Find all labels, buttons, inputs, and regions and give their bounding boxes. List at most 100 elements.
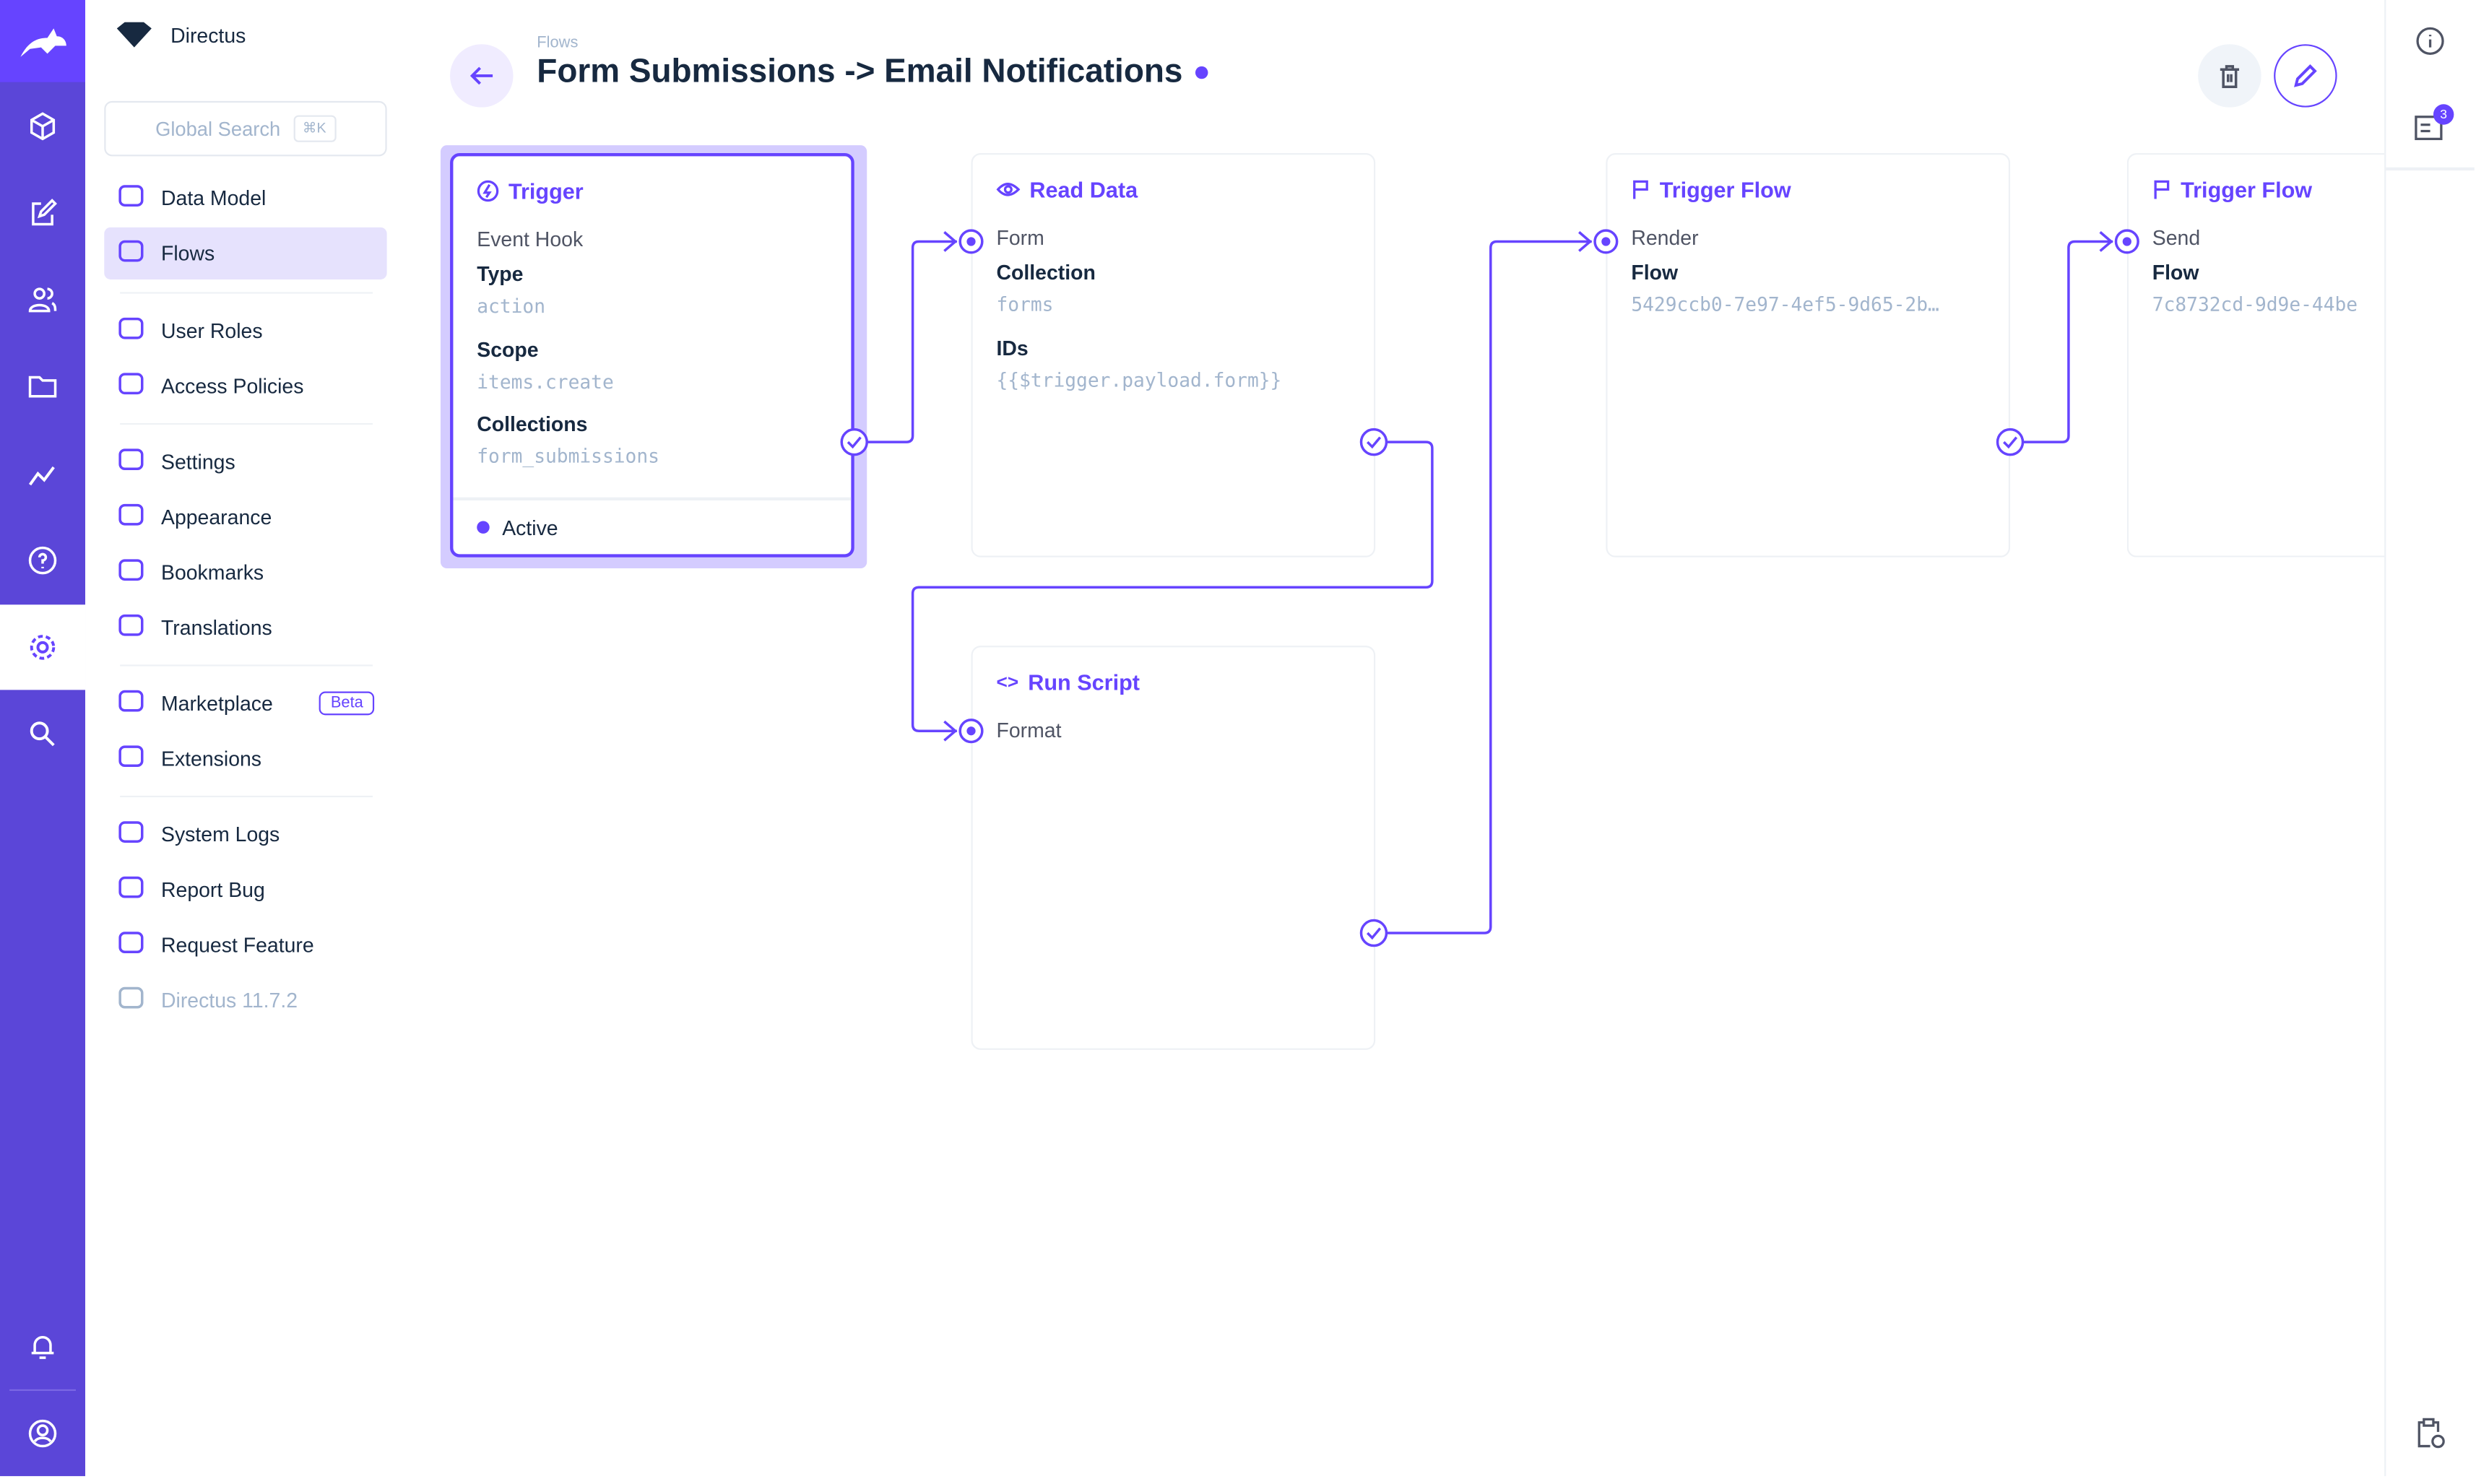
input-handle-icon[interactable] <box>958 719 984 744</box>
code-icon: <> <box>996 671 1019 693</box>
project-brand[interactable]: Directus <box>116 22 246 48</box>
connection-handles <box>840 229 2139 947</box>
nav-item-system-logs[interactable]: System Logs <box>104 808 386 860</box>
nav-item-label: Settings <box>160 450 235 474</box>
nav-item-access-policies[interactable]: Access Policies <box>104 360 386 412</box>
status-footer: Active <box>453 497 852 555</box>
status-dot <box>477 521 490 534</box>
users-icon[interactable] <box>0 257 85 342</box>
nav-item-label: Appearance <box>160 505 272 529</box>
input-handle-icon[interactable] <box>2114 229 2139 254</box>
global-search-input[interactable]: Global Search ⌘K <box>104 100 387 157</box>
nav-item-label: Extensions <box>160 747 262 771</box>
nav-item-extensions[interactable]: Extensions <box>104 732 386 784</box>
card-title: Trigger Flow <box>1659 176 1791 202</box>
nav-divider <box>120 664 373 667</box>
input-handle-icon[interactable] <box>1593 229 1619 254</box>
insights-icon[interactable] <box>0 431 85 516</box>
help-icon[interactable] <box>0 518 85 603</box>
nav-item-label: Flows <box>160 241 215 266</box>
module-bar <box>0 0 86 1477</box>
connector-render-send <box>2010 240 2113 443</box>
connector-script-render <box>1373 240 1592 934</box>
trigger-flow-send-card[interactable]: Trigger Flow Send Flow 7c8732cd-9d9e-44b… <box>2126 153 2385 557</box>
connector-read-script <box>911 441 1434 732</box>
nav-item-request-feature[interactable]: Request Feature <box>104 919 386 971</box>
field-label: Collections <box>477 412 588 436</box>
connector-trigger-read <box>854 240 957 443</box>
right-sidebar: 3 <box>2384 0 2475 1477</box>
operation-name: Format <box>996 718 1062 742</box>
field-label: Collection <box>996 260 1096 285</box>
field-label: Type <box>477 261 524 286</box>
breadcrumb[interactable]: Flows <box>537 35 579 53</box>
nav-item-user-roles[interactable]: User Roles <box>104 305 386 357</box>
field-value: 7c8732cd-9d9e-44be <box>2152 293 2358 316</box>
read-data-card[interactable]: Read Data Form Collection forms IDs {{$t… <box>971 153 1376 557</box>
directus-logo-icon[interactable] <box>0 0 86 82</box>
nav-item-label: Translations <box>160 615 272 640</box>
trigger-card-header: Trigger <box>477 178 584 204</box>
nav-item-label: System Logs <box>160 823 280 846</box>
trigger-card[interactable]: Trigger Event Hook Type action Scope ite… <box>450 153 854 557</box>
beta-badge: Beta <box>319 691 375 716</box>
field-label: Flow <box>1631 260 1679 285</box>
resolve-handle-check-icon[interactable] <box>1359 919 1388 947</box>
nav-item-settings[interactable]: Settings <box>104 435 386 487</box>
nav-divider <box>120 422 373 425</box>
folder-icon[interactable] <box>0 344 85 430</box>
trigger-flow-render-card[interactable]: Trigger Flow Render Flow 5429ccb0-7e97-4… <box>1606 153 2011 557</box>
run-script-card[interactable]: <> Run Script Format <box>971 646 1376 1050</box>
delete-button[interactable] <box>2198 44 2261 108</box>
nav-item-data-model[interactable]: Data Model <box>104 172 386 224</box>
clipboard-clock-icon[interactable] <box>2415 1418 2446 1457</box>
bolt-circle-icon <box>477 180 499 202</box>
nav-item-appearance[interactable]: Appearance <box>104 491 386 543</box>
status-label: Active <box>502 515 558 539</box>
bug-icon <box>117 873 145 906</box>
notifications-bell-icon[interactable] <box>0 1304 85 1389</box>
search-icon[interactable] <box>0 692 85 777</box>
eye-icon <box>996 183 1021 196</box>
field-value: form_submissions <box>477 445 659 468</box>
nav-item-directus-11-7-2[interactable]: Directus 11.7.2 <box>104 974 386 1026</box>
card-title: Run Script <box>1028 669 1140 695</box>
flow-connectors <box>854 231 2113 934</box>
settings-gear-icon[interactable] <box>0 604 86 690</box>
nav-divider <box>120 795 373 798</box>
user-avatar-icon[interactable] <box>0 1391 85 1476</box>
nav-item-translations[interactable]: Translations <box>104 602 386 654</box>
translate-icon <box>117 611 145 644</box>
input-handle-icon[interactable] <box>958 229 984 254</box>
flag-icon <box>2154 180 2170 199</box>
resolve-handle-check-icon[interactable] <box>1996 428 2025 456</box>
back-button[interactable] <box>450 44 514 108</box>
users-icon <box>117 314 145 347</box>
nav-item-flows[interactable]: Flows <box>104 227 387 279</box>
flag-icon <box>1633 180 1648 199</box>
operation-name: Send <box>2152 225 2201 250</box>
sliders-icon <box>117 446 145 479</box>
resolve-handle-check-icon[interactable] <box>1359 428 1388 456</box>
edit-icon[interactable] <box>0 170 85 256</box>
unsaved-indicator <box>1195 66 1208 79</box>
pencil-icon <box>2294 64 2317 87</box>
nav-item-label: Request Feature <box>160 933 314 957</box>
resolve-handle-check-icon[interactable] <box>840 428 868 456</box>
edit-flow-button[interactable] <box>2274 44 2337 108</box>
info-icon[interactable] <box>2415 25 2446 65</box>
field-label: IDs <box>996 336 1029 360</box>
operation-name: Render <box>1631 225 1699 250</box>
nav-item-bookmarks[interactable]: Bookmarks <box>104 546 386 598</box>
nav-item-label: Bookmarks <box>160 560 264 584</box>
logs-icon[interactable] <box>2415 113 2446 149</box>
operation-name: Form <box>996 225 1044 250</box>
nav-item-label: Data Model <box>160 186 267 210</box>
nav-item-label: User Roles <box>160 318 263 343</box>
nav-item-report-bug[interactable]: Report Bug <box>104 864 386 916</box>
shield-icon <box>117 370 145 403</box>
content-module-cube-icon[interactable] <box>0 84 85 169</box>
field-value: forms <box>996 293 1054 316</box>
